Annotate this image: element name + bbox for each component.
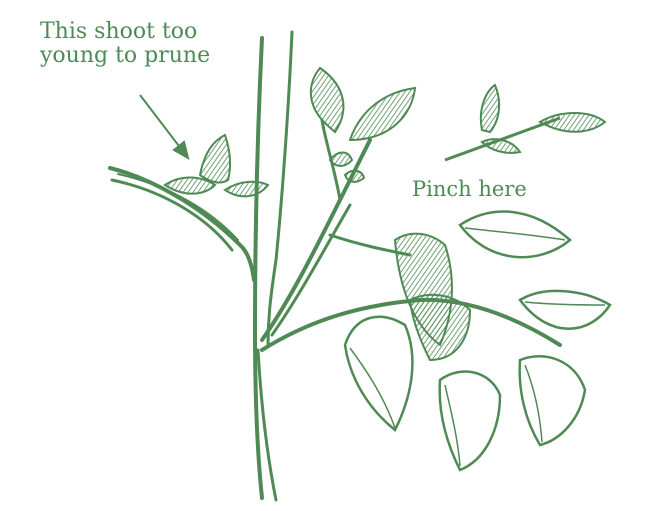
pinched-leaf-top [481,85,499,132]
pinch-here-label: Pinch here [412,178,527,201]
leaf-upper-right [460,211,570,257]
left-shoot-lower [112,180,232,250]
young-shoot-label: This shoot too young to prune [40,20,210,68]
pinched-leaf-small [482,139,520,153]
leaf-lower-right [520,356,585,445]
upper-bud-1 [330,153,352,167]
young-shoot-leaf-top [200,135,230,182]
leaf-lower-center [440,372,500,470]
upper-leaf-right [350,88,415,140]
cluster-leaf-mid [410,295,470,360]
arrow-line [140,95,182,150]
young-shoot-leaf-right [225,182,268,197]
upper-bud-2 [345,171,364,182]
pinched-leaf-right [540,113,605,132]
young-shoot-leaf-left [165,178,215,194]
main-stem [255,38,262,498]
leaf-lower-left [345,317,412,430]
upper-leaf-tall [311,68,344,132]
arrowhead [174,142,188,158]
leaf-right [520,291,610,329]
